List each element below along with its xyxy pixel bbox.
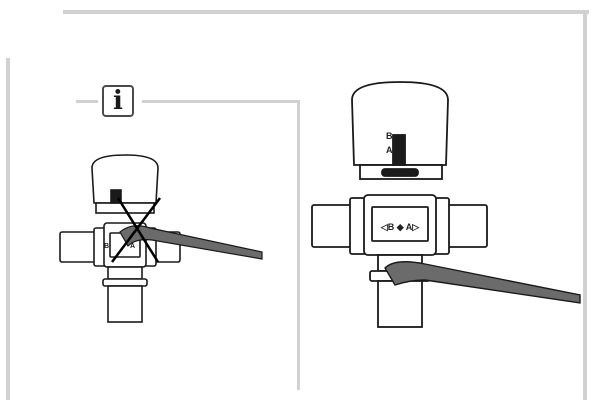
small-scale-a: A [130,243,135,250]
small-scale-b: B [104,243,109,250]
small-actuator [91,154,159,204]
small-wrench [119,225,263,260]
large-actuator [351,81,449,166]
frame-left-line [6,58,10,400]
info-right-connector [142,100,298,103]
info-left-connector [76,100,98,103]
large-body-label: ◁B ◆ A▷ [380,222,421,232]
info-icon: i [102,85,134,117]
cross-mark-a [116,197,160,263]
large-valve [311,81,581,328]
frame-right-line [583,10,587,400]
large-wrench [384,261,581,304]
large-scale-b: B [386,131,393,141]
small-pipe-bottom [107,285,143,323]
large-pipe-right [444,204,488,248]
large-scale-a: A [386,145,393,155]
frame-top-line [63,10,589,14]
small-valve [59,154,263,323]
divider-line [297,100,300,390]
info-icon-label: i [113,86,123,116]
large-pipe-bottom [377,280,423,328]
cross-mark-b [111,197,161,263]
